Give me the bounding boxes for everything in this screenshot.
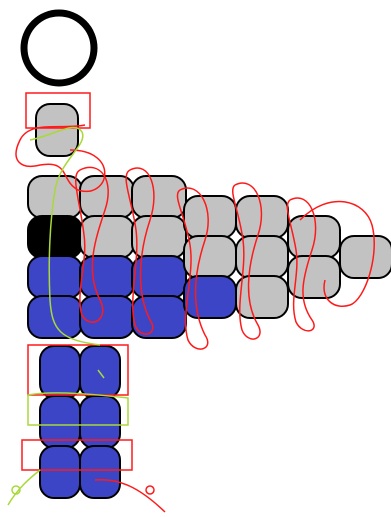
grey-bead xyxy=(184,236,236,278)
blue-bead xyxy=(40,346,80,398)
blue-bead xyxy=(80,296,134,338)
blue-bead xyxy=(40,446,80,498)
grey-bead xyxy=(184,196,236,238)
grey-bead xyxy=(236,276,288,318)
grey-bead xyxy=(340,236,391,278)
blue-bead xyxy=(80,256,134,298)
grey-bead xyxy=(80,216,134,258)
top-bead xyxy=(36,104,78,156)
grey-bead xyxy=(28,176,82,218)
black-bead xyxy=(28,216,82,258)
red-thread-end xyxy=(146,486,154,494)
blue-bead xyxy=(28,256,82,298)
blue-bead xyxy=(80,446,120,498)
grey-bead xyxy=(132,216,186,258)
blue-bead xyxy=(184,276,236,318)
clasp-ring xyxy=(24,13,94,83)
blue-bead xyxy=(28,296,82,338)
